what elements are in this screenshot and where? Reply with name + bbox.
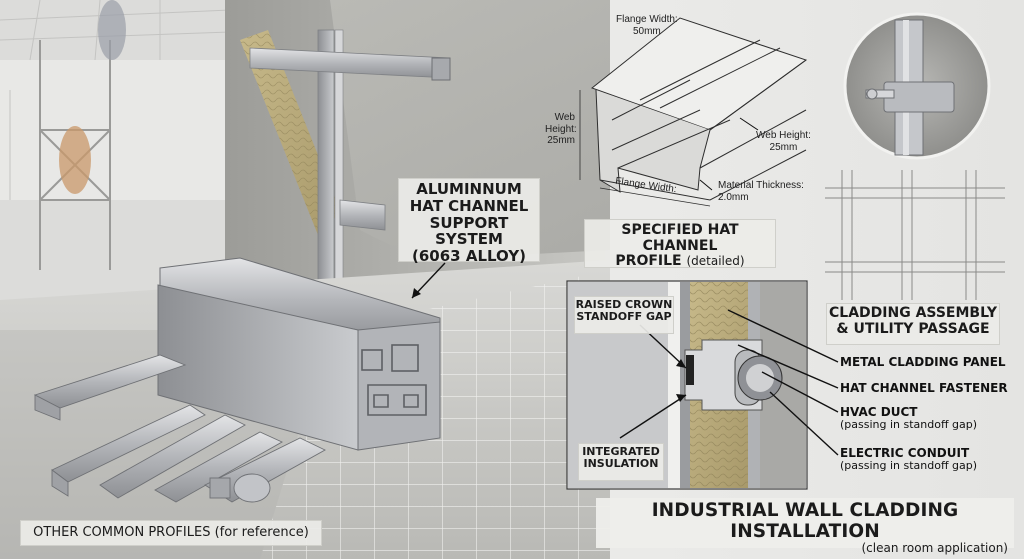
- dim-web-height-right: Web Height: 25mm: [756, 130, 811, 153]
- main-system-line4: (6063 ALLOY): [412, 247, 526, 266]
- main-system-line1: ALUMINNUM: [416, 180, 522, 198]
- profile-title-main: PROFILE: [615, 253, 682, 270]
- dim-web-height-left: Web Height: 25mm: [545, 112, 577, 147]
- fastener-detail-circle: [843, 12, 991, 160]
- dim-flange-width-top: Flange Width: 50mm: [616, 14, 678, 37]
- dim-web-height-right-line2: 25mm: [769, 141, 798, 153]
- main-system-line3: SUPPORT SYSTEM: [429, 213, 509, 249]
- callout-raised-crown: RAISED CROWN STANDOFF GAP: [574, 296, 674, 334]
- dim-web-height-left-line3: 25mm: [547, 135, 575, 146]
- other-profiles-note: (for reference): [214, 525, 309, 540]
- profile-title-line1: SPECIFIED HAT CHANNEL: [621, 222, 739, 254]
- dim-web-height-left-line1: Web: [554, 112, 575, 123]
- callout-hvac-duct: HVAC DUCT (passing in standoff gap): [840, 405, 978, 432]
- dim-material-thickness-line2: 2.0mm: [718, 191, 749, 203]
- footer-title-box: INDUSTRIAL WALL CLADDING INSTALLATION (c…: [596, 498, 1014, 555]
- dim-material-thickness-line1: Material Thickness:: [718, 180, 804, 191]
- footer-title: INDUSTRIAL WALL CLADDING INSTALLATION: [651, 500, 959, 542]
- callout-raised-crown-line1: RAISED CROWN: [575, 298, 673, 311]
- callout-metal-cladding-panel: METAL CLADDING PANEL: [840, 355, 1006, 369]
- callout-raised-crown-line2: STANDOFF GAP: [576, 310, 672, 324]
- hat-channel-drawing: [579, 17, 808, 207]
- other-profiles-label: OTHER COMMON PROFILES (for reference): [20, 520, 322, 546]
- dim-web-height-left-line2: Height:: [545, 123, 577, 135]
- arrowheads: [412, 288, 686, 402]
- grid-schematic: [825, 170, 1005, 300]
- callout-insulation-line2: INSULATION: [583, 457, 659, 471]
- footer-subtitle: (clean room application): [861, 541, 1008, 556]
- callout-insulation-line1: INTEGRATED: [582, 445, 660, 458]
- other-profiles-title: OTHER COMMON PROFILES: [33, 525, 211, 540]
- profile-title-note: (detailed): [686, 254, 745, 269]
- callout-electric-conduit: ELECTRIC CONDUIT (passing in standoff ga…: [840, 446, 978, 473]
- callout-conduit-note: (passing in standoff gap): [840, 459, 978, 473]
- callout-conduit-title: ELECTRIC CONDUIT: [840, 446, 970, 460]
- cladding-label-line1: CLADDING ASSEMBLY: [829, 305, 997, 321]
- dim-material-thickness: Material Thickness: 2.0mm: [718, 180, 804, 203]
- factory-background: [0, 0, 231, 300]
- cladding-assembly-label: CLADDING ASSEMBLY & UTILITY PASSAGE: [826, 303, 1000, 345]
- callout-integrated-insulation: INTEGRATED INSULATION: [578, 443, 664, 481]
- wall-hat-channels: [249, 29, 451, 281]
- dim-flange-width-top-line2: 50mm: [632, 25, 661, 37]
- callout-hvac-duct-title: HVAC DUCT: [840, 405, 918, 419]
- callout-hvac-duct-note: (passing in standoff gap): [840, 418, 978, 432]
- main-system-label: ALUMINNUM HAT CHANNEL SUPPORT SYSTEM (60…: [398, 178, 540, 266]
- cladding-label-line2: & UTILITY PASSAGE: [836, 320, 990, 337]
- other-profiles: [33, 354, 326, 503]
- dim-flange-width-top-line1: Flange Width:: [616, 14, 678, 25]
- dim-web-height-right-line1: Web Height:: [756, 130, 811, 141]
- profile-title-line2: PROFILE (detailed): [585, 254, 775, 270]
- main-hat-channel-profile: [157, 257, 441, 451]
- main-system-line2: HAT CHANNEL: [409, 196, 529, 215]
- profile-title: SPECIFIED HAT CHANNEL PROFILE (detailed): [584, 219, 776, 270]
- callout-hat-channel-fastener: HAT CHANNEL FASTENER: [840, 381, 1008, 395]
